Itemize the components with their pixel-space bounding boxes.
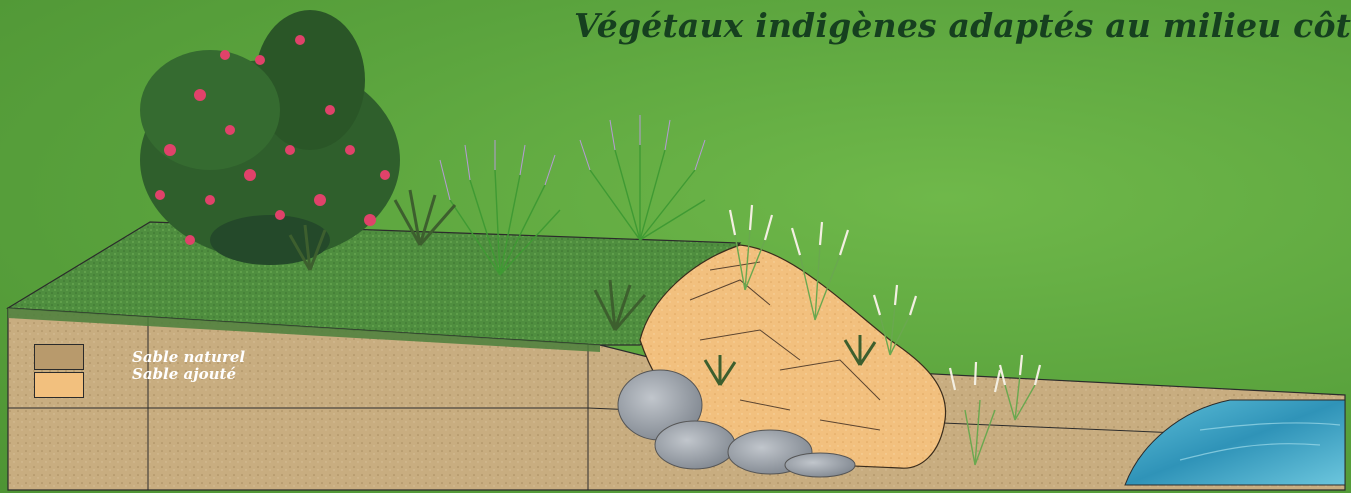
rose-shrub-icon (140, 10, 400, 265)
legend-item-natural-sand (34, 343, 84, 371)
legend-labels: Sable naturel Sable ajouté (108, 350, 245, 384)
legend (34, 343, 84, 399)
legend-item-added-sand (34, 371, 84, 399)
legend-label-added-sand: Sable ajouté (132, 367, 245, 384)
natural-sand-swatch (34, 344, 84, 370)
added-sand-swatch (34, 372, 84, 398)
